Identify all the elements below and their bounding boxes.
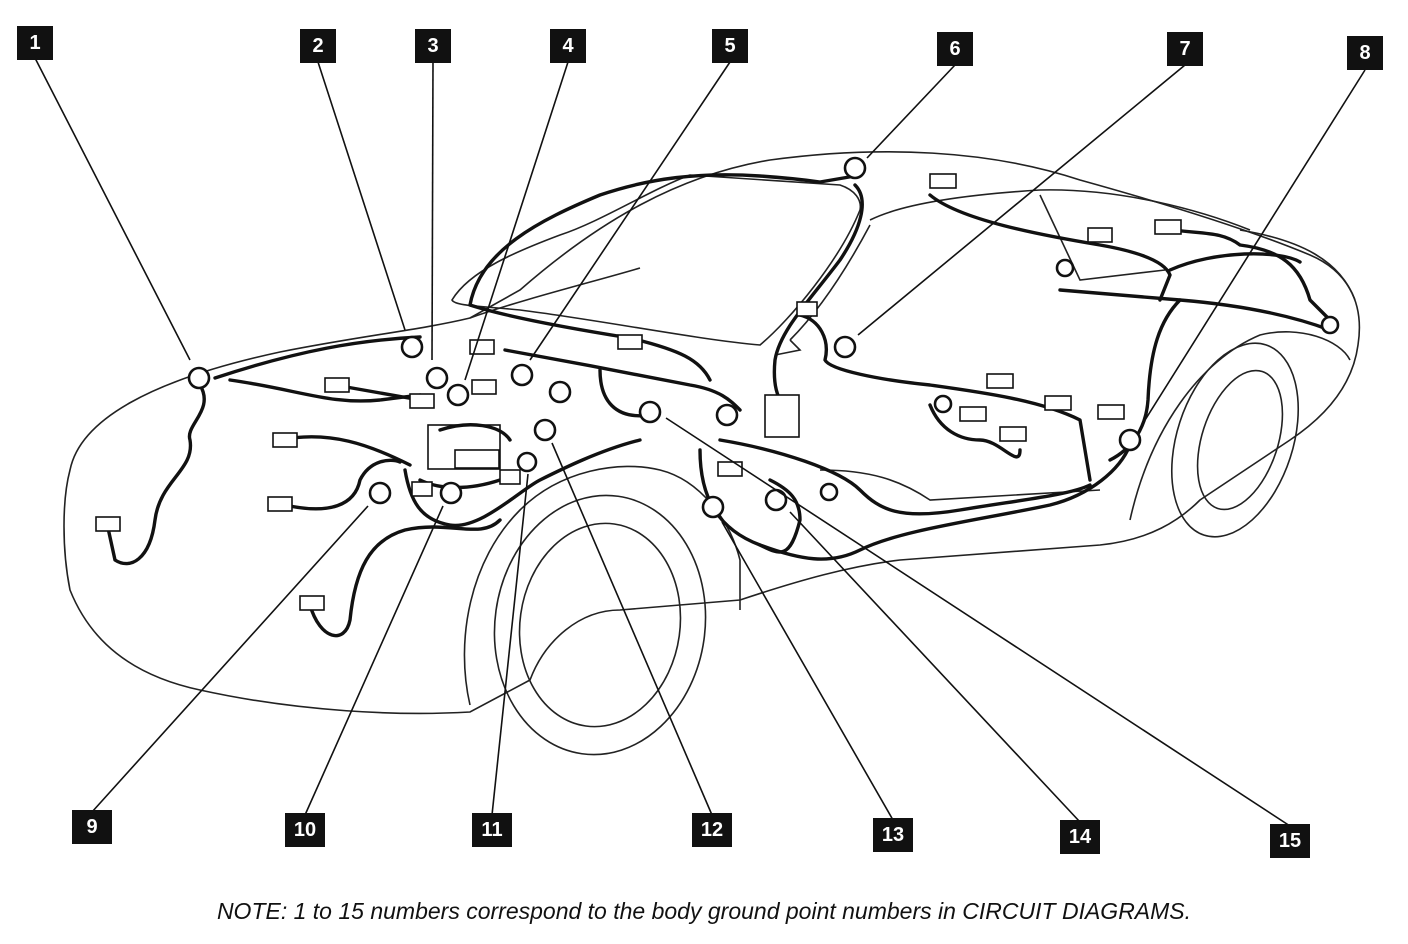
harness-wires [106, 173, 1332, 638]
label-13: 13 [873, 818, 913, 852]
connector [427, 424, 501, 470]
label-4: 4 [550, 29, 586, 63]
connector [272, 432, 298, 448]
connector [471, 379, 497, 395]
ground-point-9 [368, 481, 392, 505]
connector [499, 469, 521, 485]
harness-connectors [95, 173, 1182, 611]
label-5: 5 [712, 29, 748, 63]
label-14-text: 14 [1069, 826, 1092, 848]
ground-points [187, 156, 1340, 519]
ground-point-12 [533, 418, 557, 442]
label-15-text: 15 [1279, 830, 1301, 852]
connector [454, 449, 500, 469]
car-body-outline [63, 151, 1361, 756]
footnote: NOTE: 1 to 15 numbers correspond to the … [216, 898, 1192, 924]
ground-point-6 [843, 156, 867, 180]
label-11-text: 11 [481, 819, 502, 841]
connector [959, 406, 987, 422]
label-14: 14 [1060, 820, 1100, 854]
connector [267, 496, 293, 512]
connector [929, 173, 957, 189]
leader-lines [34, 57, 1366, 827]
ground-point [715, 403, 739, 427]
ground-point-10 [439, 481, 463, 505]
connector [411, 481, 433, 497]
connector [409, 393, 435, 409]
label-9-text: 9 [86, 816, 97, 838]
ground-point-11 [516, 451, 538, 473]
connector [999, 426, 1027, 442]
label-8-text: 8 [1359, 42, 1370, 64]
ground-point [1320, 315, 1340, 335]
connector [796, 301, 818, 317]
label-2-text: 2 [312, 35, 323, 57]
label-11: 11 [472, 813, 512, 847]
connector [299, 595, 325, 611]
connector [1154, 219, 1182, 235]
label-13-text: 13 [882, 824, 904, 846]
ground-point-13 [701, 495, 725, 519]
ground-point [819, 482, 839, 502]
label-1: 1 [17, 26, 53, 60]
connector [1087, 227, 1113, 243]
ground-point-7 [833, 335, 857, 359]
label-4-text: 4 [562, 35, 574, 57]
ground-point [548, 380, 572, 404]
ground-point-8 [1118, 428, 1142, 452]
label-9: 9 [72, 810, 112, 844]
connector [986, 373, 1014, 389]
connector [1044, 395, 1072, 411]
label-8: 8 [1347, 36, 1383, 70]
connector [617, 334, 643, 350]
ground-point-5 [510, 363, 534, 387]
label-3-text: 3 [427, 35, 438, 57]
label-15: 15 [1270, 824, 1310, 858]
connector [1097, 404, 1125, 420]
connector [95, 516, 121, 532]
connector [764, 394, 800, 438]
ground-point-1 [187, 366, 211, 390]
label-2: 2 [300, 29, 336, 63]
label-7-text: 7 [1179, 38, 1190, 60]
ground-point-2 [400, 335, 424, 359]
label-1-text: 1 [29, 32, 40, 54]
label-6-text: 6 [949, 38, 960, 60]
label-12-text: 12 [701, 819, 723, 841]
label-6: 6 [937, 32, 973, 66]
label-10: 10 [285, 813, 325, 847]
label-12: 12 [692, 813, 732, 847]
label-3: 3 [415, 29, 451, 63]
connector [717, 461, 743, 477]
ground-point [1055, 258, 1075, 278]
label-5-text: 5 [724, 35, 735, 57]
ground-point [933, 394, 953, 414]
ground-point-3 [425, 366, 449, 390]
label-10-text: 10 [294, 819, 316, 841]
label-7: 7 [1167, 32, 1203, 66]
ground-point-15 [638, 400, 662, 424]
ground-point-4 [446, 383, 470, 407]
ground-point-14 [764, 488, 788, 512]
connector [324, 377, 350, 393]
